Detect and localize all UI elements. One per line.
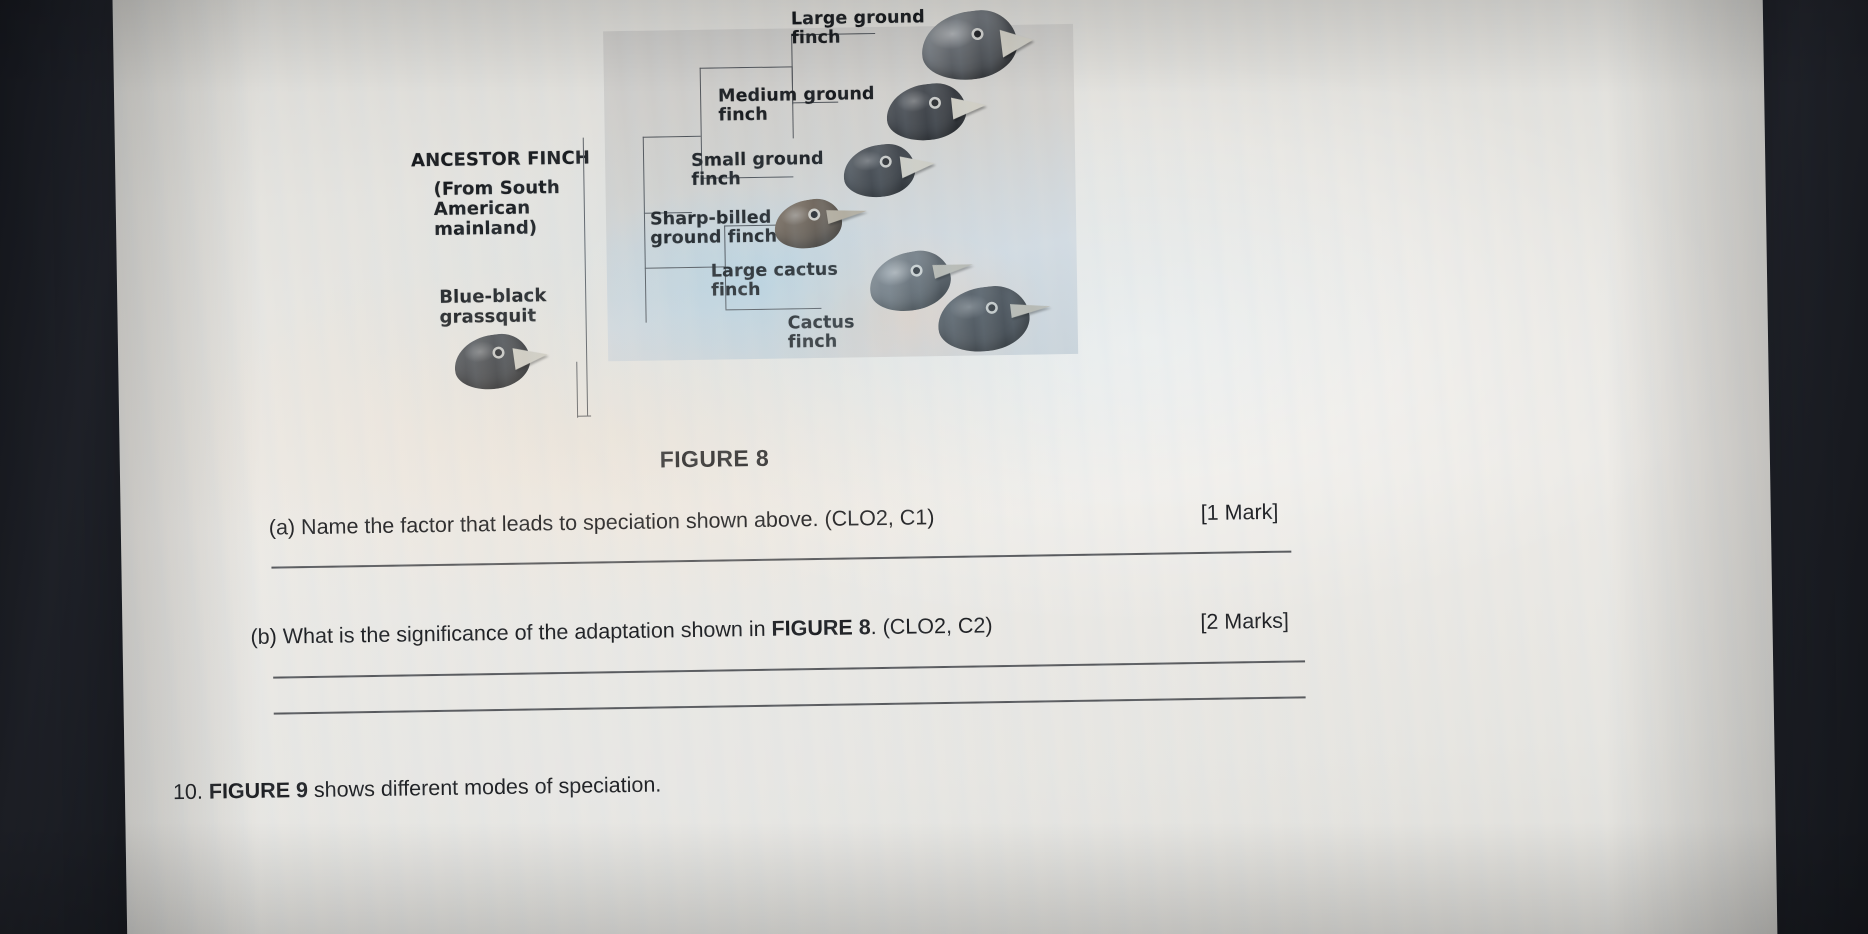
bird-head-shape [917, 6, 1022, 86]
question-a-marks: [1 Mark] [1200, 499, 1279, 525]
item-10-rest: shows different modes of speciation. [307, 772, 662, 803]
bird-head-large-ground-finch [917, 6, 1035, 86]
figure-8-panel: Large ground finch Medium ground finch S… [603, 6, 1079, 362]
figure-taxon-label-large-ground-finch: Large ground finch [790, 7, 925, 49]
bird-head-shape [934, 282, 1034, 357]
branch-line [699, 66, 792, 70]
branch-line [642, 135, 701, 139]
item-10-text: 10. FIGURE 9 shows different modes of sp… [173, 772, 662, 805]
bird-head-shape [840, 140, 919, 202]
bird-head-small-ground-finch [840, 140, 937, 202]
question-b-text: (b) What is the significance of the adap… [250, 613, 992, 650]
bird-head-shape [883, 80, 970, 145]
answer-line[interactable] [273, 696, 1306, 715]
branch-line-root-stem [582, 137, 589, 416]
branch-line [642, 136, 648, 323]
bird-beak [899, 152, 937, 179]
bird-head-shape [450, 330, 534, 395]
bird-beak [826, 203, 868, 224]
figure-outgroup-label: Blue-black grassquit [439, 285, 547, 329]
bird-eye [931, 98, 939, 107]
bird-beak [951, 94, 988, 120]
bird-beak [932, 257, 975, 279]
bird-head-blue-black-grassquit [450, 330, 550, 395]
bird-head-shape [864, 245, 956, 318]
branch-line-outgroup-stem [576, 361, 579, 418]
bird-eye [810, 210, 819, 219]
bird-beak [999, 25, 1035, 58]
question-a-text: (a) Name the factor that leads to specia… [268, 505, 935, 540]
bird-head-cactus-finch [934, 282, 1052, 357]
figure-ancestor-label: ANCESTOR FINCH [410, 147, 591, 172]
branch-line-root-base [577, 415, 592, 418]
bird-eye [987, 303, 996, 312]
figure-caption: FIGURE 8 [659, 444, 770, 473]
figure-taxon-label-small-ground-finch: Small ground finch [690, 148, 824, 190]
bird-head-large-cactus-finch [864, 245, 975, 318]
figure-taxon-label-medium-ground-finch: Medium ground finch [717, 84, 875, 126]
bird-head-sharp-billed-ground-finch [770, 195, 868, 254]
item-10-number: 10. [172, 779, 204, 805]
worksheet-page: Large ground finch Medium ground finch S… [112, 0, 1778, 934]
bird-eye [973, 30, 982, 38]
figure-taxon-label-cactus-finch: Cactus finch [787, 312, 855, 353]
question-b-text-after: . (CLO2, C2) [870, 613, 993, 640]
bird-eye [494, 348, 503, 357]
bird-eye [912, 266, 921, 275]
bird-beak [512, 343, 550, 370]
branch-line [725, 307, 822, 311]
figure-taxon-label-large-cactus-finch: Large cactus finch [710, 259, 839, 301]
bird-head-medium-ground-finch [883, 80, 988, 145]
bird-beak [1009, 299, 1052, 318]
bird-eye [881, 157, 890, 166]
figure-taxon-label-sharp-billed-ground-finch: Sharp-billed ground finch [649, 207, 778, 249]
bird-head-shape [770, 195, 846, 254]
item-10-figure-ref: FIGURE 9 [208, 778, 309, 804]
question-b-text-before: (b) What is the significance of the adap… [250, 616, 772, 649]
answer-line[interactable] [271, 550, 1292, 569]
figure-ancestor-origin-label: (From South American mainland) [433, 177, 560, 241]
question-b-marks: [2 Marks] [1200, 608, 1290, 635]
answer-line[interactable] [273, 660, 1306, 679]
question-b-figure-ref: FIGURE 8 [771, 615, 871, 641]
